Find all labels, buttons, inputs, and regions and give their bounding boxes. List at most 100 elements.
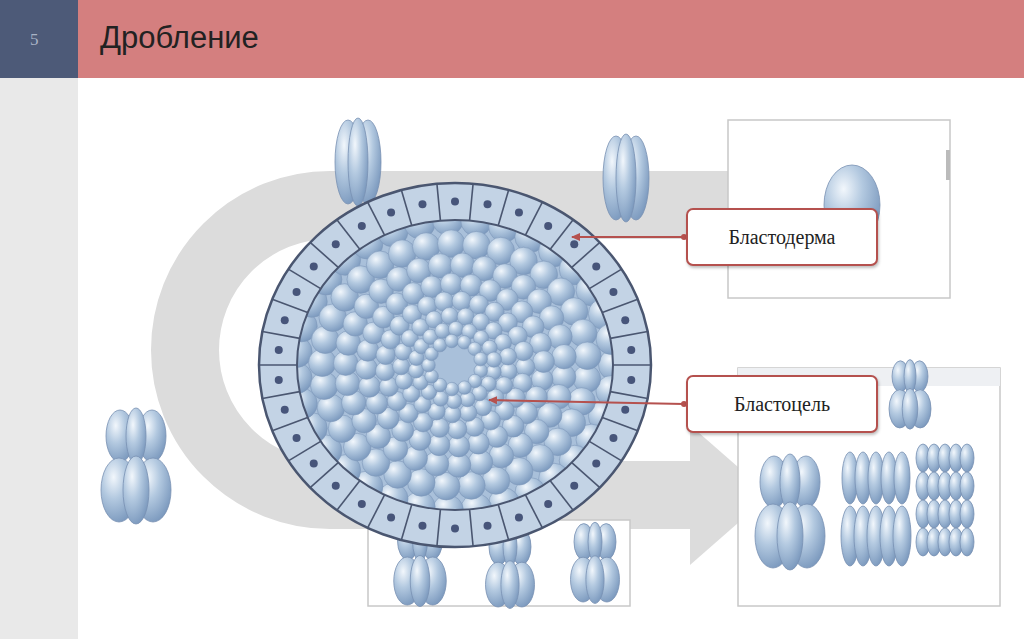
cell-wall [401, 504, 411, 540]
callout-text: Бластодерма [728, 226, 835, 249]
number-tab [0, 0, 78, 78]
cell-wall [470, 509, 474, 546]
cell-wall [262, 332, 299, 339]
cell-wall [498, 190, 508, 226]
cell-nucleus [484, 522, 492, 530]
blastomere [960, 528, 974, 556]
cell-wall [589, 441, 621, 460]
blastocoel-area [297, 220, 613, 510]
inner-cell [500, 348, 517, 365]
inner-cell [445, 382, 458, 395]
cell-nucleus [627, 346, 635, 354]
cell-nucleus [310, 262, 318, 270]
inner-cell [533, 351, 555, 373]
cell-nucleus [621, 316, 629, 324]
blastoderm-inner-edge [297, 220, 613, 510]
cell-wall [610, 392, 647, 399]
callout-box: Бластодерма [686, 208, 878, 266]
inner-cell [486, 352, 501, 367]
cell-wall [610, 332, 647, 339]
cell-wall [550, 220, 573, 250]
cell-nucleus [609, 288, 617, 296]
inner-cell [458, 381, 471, 394]
cell-nucleus [592, 460, 600, 468]
cell-nucleus [570, 482, 578, 490]
leader-line [489, 400, 684, 404]
cell-wall [272, 417, 307, 430]
blastomere [960, 444, 974, 472]
cell-wall [550, 481, 573, 511]
cell-nucleus [515, 209, 523, 217]
blastomere [410, 556, 430, 607]
cell-wall [337, 220, 360, 250]
cell-nucleus [621, 406, 629, 414]
cell-nucleus [418, 522, 426, 530]
cell-nucleus [451, 525, 459, 533]
blastomere [902, 388, 918, 429]
cell-nucleus [387, 209, 395, 217]
inner-cell [445, 334, 458, 347]
cell-wall [498, 504, 508, 540]
leader-line [572, 236, 684, 238]
inner-cell [433, 338, 446, 351]
cell-nucleus [627, 376, 635, 384]
callout-box: Бластоцель [686, 375, 878, 433]
blastomere [123, 456, 149, 524]
cell-nucleus [293, 288, 301, 296]
cell-nucleus [358, 500, 366, 508]
cell-wall [525, 202, 542, 235]
cell-nucleus [451, 198, 459, 206]
cell-nucleus [281, 316, 289, 324]
cell-nucleus [544, 222, 552, 230]
scrollbar [946, 150, 950, 180]
cell-nucleus [293, 434, 301, 442]
cell-wall [337, 481, 360, 511]
cell-wall [613, 364, 651, 366]
cell-nucleus [387, 513, 395, 521]
inner-cell [552, 344, 576, 368]
cell-wall [589, 269, 621, 288]
cell-wall [602, 417, 637, 430]
blastomere [586, 556, 604, 604]
cell-nucleus [275, 376, 283, 384]
blastomere [777, 502, 803, 570]
cell-nucleus [332, 240, 340, 248]
cell-wall [437, 509, 441, 546]
cell-nucleus [310, 460, 318, 468]
cell-wall [470, 184, 474, 221]
cell-nucleus [592, 262, 600, 270]
embryo-stages [101, 118, 974, 608]
inner-cells [281, 204, 629, 526]
cell-nucleus [358, 222, 366, 230]
blastomere [894, 452, 910, 504]
inner-cell [474, 352, 487, 365]
inner-cell [452, 291, 471, 310]
blastomere [348, 118, 368, 206]
cell-nucleus [275, 346, 283, 354]
cell-wall [259, 364, 297, 366]
cell-nucleus [332, 482, 340, 490]
cell-wall [288, 441, 320, 460]
cell-wall [262, 392, 299, 399]
blastomere [960, 500, 974, 528]
blastomere [616, 134, 636, 222]
cell-wall [272, 299, 307, 312]
cell-nucleus [418, 200, 426, 208]
blastomere [960, 472, 974, 500]
cell-wall [602, 299, 637, 312]
slide-title: Дробление [100, 20, 259, 56]
inner-cell [574, 342, 602, 370]
cell-nucleus [281, 406, 289, 414]
callout-text: Бластоцель [734, 393, 830, 416]
cell-nucleus [609, 434, 617, 442]
cell-wall [288, 269, 320, 288]
cell-wall [368, 495, 385, 528]
cell-nucleus [484, 200, 492, 208]
slide-number: 5 [30, 30, 39, 50]
blastomere [501, 561, 519, 609]
cell-wall [368, 202, 385, 235]
cell-nucleus [515, 513, 523, 521]
cell-nucleus [570, 240, 578, 248]
